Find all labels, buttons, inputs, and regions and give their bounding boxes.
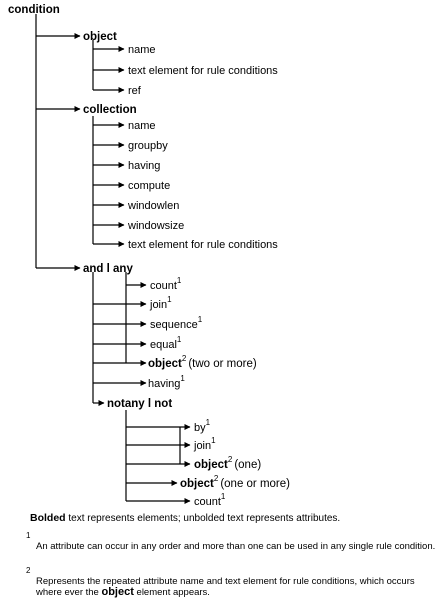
node-na-count: count1 [194, 492, 226, 508]
node-col-text-label: text element for rule conditions [128, 239, 278, 251]
node-na-by-label: by [194, 422, 206, 434]
node-col-windowlen: windowlen [127, 200, 179, 212]
node-obj-ref: ref [128, 85, 142, 97]
footnote-1-text: An attribute can occur in any order and … [36, 541, 436, 552]
node-col-windowsize-label: windowsize [127, 220, 184, 232]
node-col-text: text element for rule conditions [128, 239, 278, 251]
node-aa-sequence-label: sequence [150, 319, 198, 331]
node-aa-count-footnote-mark: 1 [177, 276, 182, 285]
node-na-join-footnote-mark: 1 [211, 436, 216, 445]
node-andany-label: and l any [83, 263, 133, 275]
node-obj-name-label: name [128, 44, 156, 56]
footnote-2: 2 Represents the repeated attribute name… [26, 565, 436, 598]
node-aa-equal-footnote-mark: 1 [177, 335, 182, 344]
node-na-object-more: object2(one or more) [180, 474, 290, 490]
condition-tree-diagram: condition object name text element for rul… [8, 4, 290, 508]
node-aa-object-suffix: (two or more) [188, 358, 257, 370]
node-na-object-one-suffix: (one) [234, 459, 261, 471]
footnote-2-mark: 2 [26, 566, 31, 575]
node-obj-name: name [128, 44, 156, 56]
node-col-windowsize: windowsize [127, 220, 184, 232]
footnote-2-text: Represents the repeated attribute name a… [26, 576, 436, 598]
node-na-by-footnote-mark: 1 [206, 418, 211, 427]
node-na-object-more-suffix: (one or more) [220, 478, 290, 490]
node-condition: condition [8, 4, 60, 16]
node-na-count-label: count [194, 496, 221, 508]
node-aa-sequence-footnote-mark: 1 [198, 315, 203, 324]
node-aa-join-footnote-mark: 1 [167, 295, 172, 304]
node-aa-object: object2(two or more) [148, 354, 257, 370]
node-andany: and l any [83, 263, 133, 275]
node-aa-count: count1 [150, 276, 182, 292]
node-collection: collection [83, 104, 137, 116]
node-col-groupby: groupby [128, 140, 168, 152]
node-na-join: join1 [193, 436, 216, 452]
node-notany-label: notany l not [107, 398, 172, 410]
node-obj-ref-label: ref [128, 85, 142, 97]
node-aa-having-label: having [148, 378, 180, 390]
footnote-2-text-a: Represents the repeated attribute name a… [36, 576, 415, 598]
node-na-object-one-label: object [194, 459, 228, 471]
node-object: object [83, 31, 117, 43]
footnote-2-bold: object [101, 586, 134, 598]
node-aa-object-footnote-mark: 2 [182, 354, 187, 363]
node-aa-equal-label: equal [150, 339, 177, 351]
node-col-groupby-label: groupby [128, 140, 168, 152]
node-na-object-more-footnote-mark: 2 [214, 474, 219, 483]
node-na-join-label: join [193, 440, 211, 452]
node-notany: notany l not [107, 398, 172, 410]
node-aa-join: join1 [149, 295, 172, 311]
node-na-object-more-label: object [180, 478, 214, 490]
node-col-name: name [128, 120, 156, 132]
node-aa-having: having1 [148, 374, 185, 390]
node-na-count-footnote-mark: 1 [221, 492, 226, 501]
legend-bold-note: Bolded text represents elements; unbolde… [30, 512, 341, 525]
node-col-having: having [128, 160, 160, 172]
node-aa-count-label: count [150, 280, 177, 292]
footnote-1-mark: 1 [26, 531, 31, 540]
footnote-2-text-b: element appears. [133, 587, 210, 598]
connector-lines [35, 14, 191, 504]
node-object-label: object [83, 31, 117, 43]
node-obj-text-label: text element for rule conditions [128, 65, 278, 77]
node-na-object-one: object2(one) [194, 455, 261, 471]
node-col-windowlen-label: windowlen [127, 200, 179, 212]
node-na-by: by1 [194, 418, 211, 434]
node-aa-equal: equal1 [150, 335, 182, 351]
node-aa-join-label: join [149, 299, 167, 311]
node-col-compute-label: compute [128, 180, 170, 192]
footnote-1: 1 An attribute can occur in any order an… [26, 530, 436, 552]
node-aa-object-label: object [148, 358, 182, 370]
node-labels: condition object name text element for rul… [8, 4, 290, 508]
node-na-object-one-footnote-mark: 2 [228, 455, 233, 464]
node-col-having-label: having [128, 160, 160, 172]
node-obj-text: text element for rule conditions [128, 65, 278, 77]
node-col-name-label: name [128, 120, 156, 132]
legend-bolded-word: Bolded [30, 512, 66, 524]
node-aa-sequence: sequence1 [150, 315, 203, 331]
legend-bolded-rest: text represents elements; unbolded text … [65, 513, 341, 524]
node-col-compute: compute [128, 180, 170, 192]
node-aa-having-footnote-mark: 1 [180, 374, 185, 383]
node-collection-label: collection [83, 104, 137, 116]
